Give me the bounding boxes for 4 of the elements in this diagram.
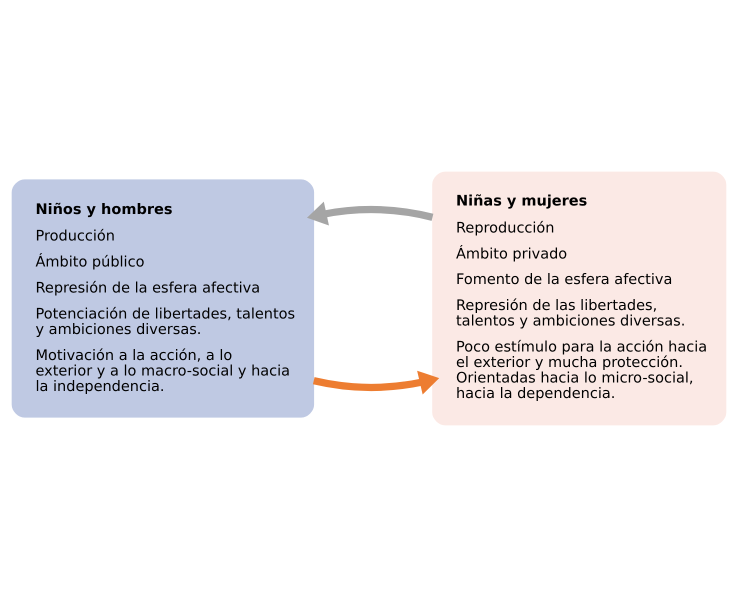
arrow: [306, 202, 434, 226]
node-box: Niños y hombres Producción Ámbito público Represión de la esfera afectiva Potenciación de libertades, talentos y ambiciones diversas. Motivación a la acción, a lo exterior y a lo macro-social y hacia la independencia.: [12, 179, 314, 418]
arrow: [312, 370, 440, 394]
node-box: Niñas y mujeres Reproducción Ámbito privado Fomento de la esfera afectiva Represión de las libertades, talentos y ambiciones diversas. Poco estímulo para la acción hacia el exterior y mucha protección. Orientadas hacia lo micro-social, hacia la dependencia.: [432, 172, 726, 426]
